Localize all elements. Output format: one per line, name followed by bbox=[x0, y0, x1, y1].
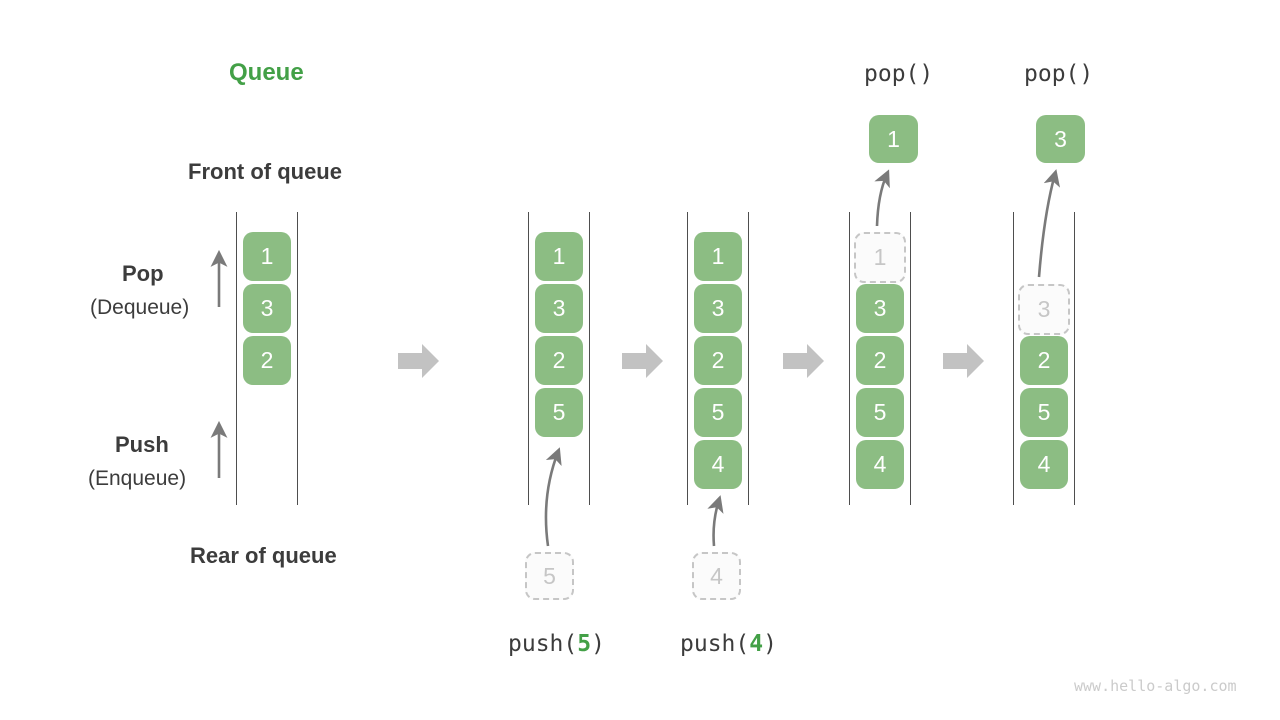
queue-element: 5 bbox=[535, 388, 583, 437]
next-state-arrow-icon bbox=[943, 344, 984, 378]
front-of-queue-label: Front of queue bbox=[188, 159, 342, 184]
queue-element: 2 bbox=[1020, 336, 1068, 385]
queue-element: 5 bbox=[1020, 388, 1068, 437]
watermark: www.hello-algo.com bbox=[1074, 677, 1237, 695]
push-call-arg: 5 bbox=[577, 631, 592, 657]
queue-element: 1 bbox=[694, 232, 742, 281]
queue-element: 3 bbox=[856, 284, 904, 333]
enqueue-label: (Enqueue) bbox=[88, 467, 187, 490]
queue-element: 2 bbox=[856, 336, 904, 385]
queue-state-2: 1 3 2 5 bbox=[528, 212, 590, 505]
queue-element: 4 bbox=[694, 440, 742, 489]
queue-state-5: 3 2 5 4 bbox=[1013, 212, 1075, 505]
queue-element: 1 bbox=[243, 232, 291, 281]
queue-element: 3 bbox=[535, 284, 583, 333]
queue-element: 1 bbox=[535, 232, 583, 281]
push-call-prefix: push( bbox=[508, 631, 578, 657]
push-label: Push bbox=[115, 432, 169, 457]
removed-element-ghost: 3 bbox=[1018, 284, 1070, 335]
queue-state-4: 1 3 2 5 4 bbox=[849, 212, 911, 505]
pending-element-4: 4 bbox=[692, 552, 741, 600]
push-call-suffix: ) bbox=[763, 631, 777, 657]
queue-state-1: 1 3 2 bbox=[236, 212, 298, 505]
queue-element: 2 bbox=[535, 336, 583, 385]
queue-element: 5 bbox=[856, 388, 904, 437]
push-call-suffix: ) bbox=[591, 631, 605, 657]
queue-element: 3 bbox=[694, 284, 742, 333]
queue-element: 2 bbox=[243, 336, 291, 385]
queue-element: 4 bbox=[1020, 440, 1068, 489]
popped-element-1: 1 bbox=[869, 115, 918, 163]
queue-element: 3 bbox=[243, 284, 291, 333]
queue-element: 2 bbox=[694, 336, 742, 385]
queue-element: 4 bbox=[856, 440, 904, 489]
popped-element-3: 3 bbox=[1036, 115, 1085, 163]
next-state-arrow-icon bbox=[398, 344, 439, 378]
pop-call-label-2: pop() bbox=[1024, 61, 1094, 87]
push-call-label-1: push(5) bbox=[508, 631, 605, 657]
pop-call-label-1: pop() bbox=[864, 61, 934, 87]
push-call-prefix: push( bbox=[680, 631, 750, 657]
next-state-arrow-icon bbox=[783, 344, 824, 378]
queue-element: 5 bbox=[694, 388, 742, 437]
rear-of-queue-label: Rear of queue bbox=[190, 543, 337, 568]
push-call-arg: 4 bbox=[749, 631, 764, 657]
push-4-arrow-icon bbox=[707, 495, 724, 547]
push-call-label-2: push(4) bbox=[680, 631, 777, 657]
queue-state-3: 1 3 2 5 4 bbox=[687, 212, 749, 505]
pop-label: Pop bbox=[122, 261, 164, 286]
diagram-title: Queue bbox=[229, 59, 304, 86]
pending-element-5: 5 bbox=[525, 552, 574, 600]
dequeue-label: (Dequeue) bbox=[90, 296, 190, 319]
next-state-arrow-icon bbox=[622, 344, 663, 378]
removed-element-ghost: 1 bbox=[854, 232, 906, 283]
